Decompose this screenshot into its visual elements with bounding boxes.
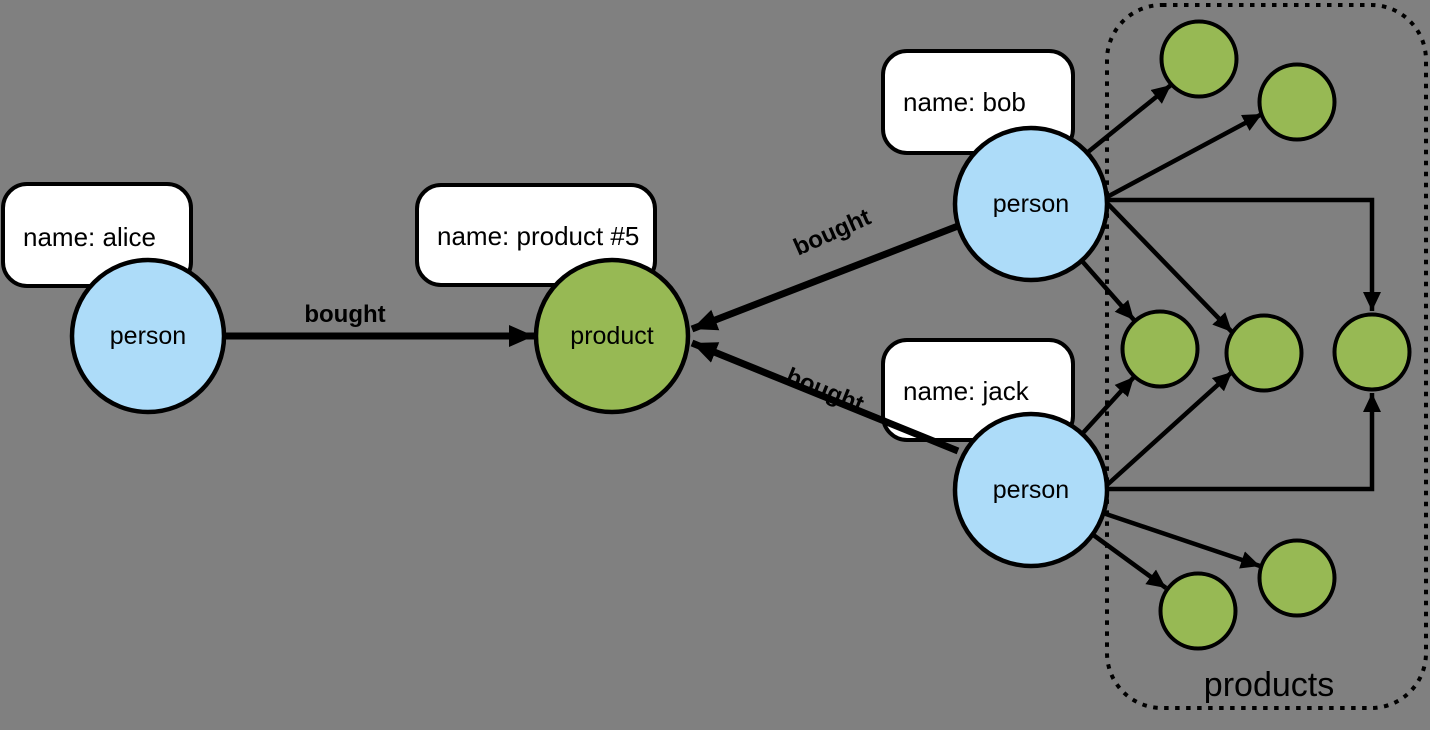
name-label-bob: name: bob [903,87,1026,117]
edge-bob-smallproduct-2 [1105,112,1264,199]
person-node-alice [69,257,227,415]
products-group-box [1105,3,1428,710]
edge-bob-smallproduct-1 [1086,83,1173,154]
product-node-5 [533,257,691,415]
edge-jack-smallproduct-5-orthogonal [1107,393,1381,492]
person-node-bob [952,125,1110,283]
edge-bob-smallproduct-5-orthogonal [1107,197,1381,311]
edge-bob-smallproduct-3 [1080,259,1136,322]
edge-jack-smallproduct-3 [1080,375,1136,436]
person-node-jack-label: person [993,476,1069,504]
bought-edge-bob-product [690,222,960,333]
bought-edge-jack-product [690,339,960,455]
edge-bob-smallproduct-4 [1105,201,1234,334]
small-product-node-1 [1159,19,1239,99]
edge-jack-smallproduct-6 [1102,510,1261,569]
products-group-label: products [1204,666,1334,704]
bought-edge-label-alice: bought [304,301,385,328]
edge-jack-smallproduct-7 [1090,532,1168,590]
person-node-jack [952,411,1110,569]
person-node-bob-label: person [993,190,1069,218]
small-product-node-7 [1158,571,1238,651]
product-node-5-label: product [570,322,653,350]
name-label-jack: name: jack [903,376,1030,406]
small-product-node-5 [1332,312,1412,392]
small-product-node-3 [1120,309,1200,389]
person-node-alice-label: person [110,322,186,350]
small-product-node-6 [1257,538,1337,618]
name-label-product5: name: product #5 [437,221,639,251]
edge-jack-smallproduct-4 [1105,370,1234,487]
name-label-alice: name: alice [23,222,156,252]
small-product-node-2 [1257,62,1337,142]
small-product-node-4 [1224,313,1304,393]
